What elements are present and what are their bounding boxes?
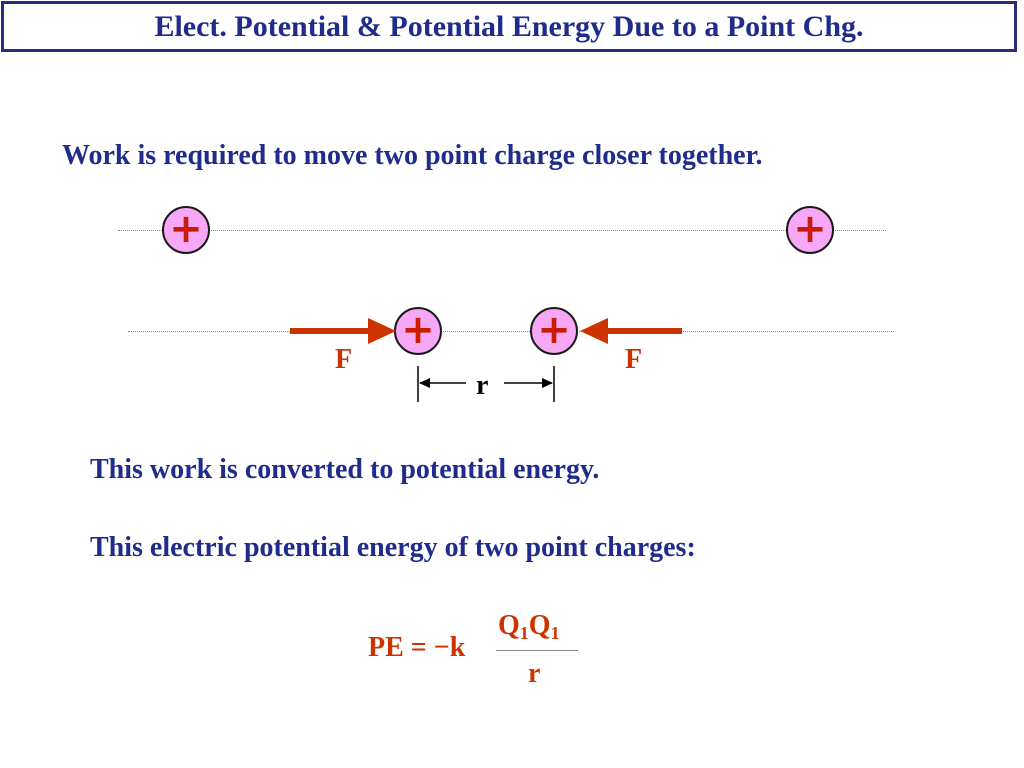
charge-top-left: + — [162, 206, 210, 254]
work-statement: Work is required to move two point charg… — [62, 140, 763, 171]
electric-pe-statement: This electric potential energy of two po… — [90, 532, 696, 563]
numerator-q2-sub: 1 — [550, 623, 560, 643]
formula-denominator: r — [528, 658, 541, 689]
plus-icon: + — [793, 205, 827, 252]
distance-marker — [417, 366, 555, 402]
charge-bottom-left: + — [394, 307, 442, 355]
charge-bottom-right: + — [530, 307, 578, 355]
force-label-left: F — [335, 344, 353, 375]
bottom-dotted-line — [128, 331, 894, 332]
numerator-q1: Q — [498, 610, 520, 641]
numerator-q2: Q — [528, 610, 551, 641]
distance-label: r — [476, 370, 489, 401]
plus-icon: + — [169, 205, 203, 252]
formula-lhs: PE = −k — [368, 632, 466, 663]
force-arrow-right — [580, 318, 682, 344]
top-dotted-line — [118, 230, 886, 231]
numerator-q1-sub: 1 — [519, 623, 529, 643]
force-arrow-left — [290, 318, 396, 344]
slide-title: Elect. Potential & Potential Energy Due … — [154, 9, 864, 43]
title-box: Elect. Potential & Potential Energy Due … — [1, 1, 1017, 52]
plus-icon: + — [537, 306, 571, 353]
plus-icon: + — [401, 306, 435, 353]
fraction-bar — [496, 650, 578, 651]
converted-statement: This work is converted to potential ener… — [90, 454, 600, 485]
charge-top-right: + — [786, 206, 834, 254]
force-label-right: F — [625, 344, 643, 375]
formula-numerator: Q1Q1 — [498, 610, 560, 643]
